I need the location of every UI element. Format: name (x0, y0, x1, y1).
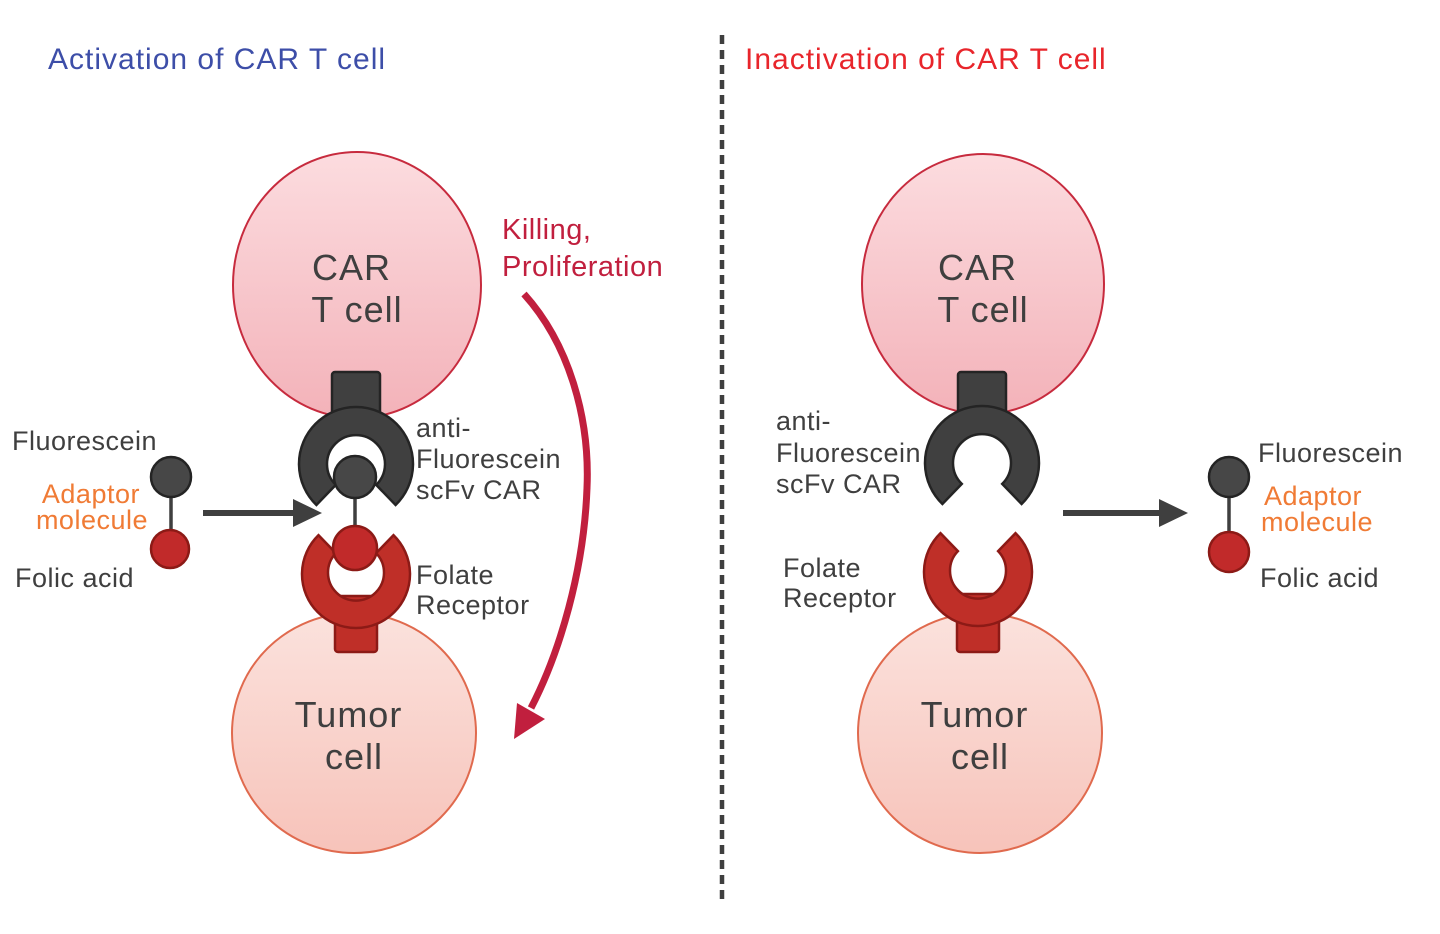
killing-proliferation-label: Killing, Proliferation (502, 214, 663, 283)
inactivation-panel: Inactivation of CAR T cell CAR T cell Tu… (745, 43, 1403, 854)
free-folic-acid-ball (149, 528, 191, 570)
binding-arrow-head-icon (293, 499, 322, 527)
free-folic-acid-ball-right (1207, 530, 1251, 574)
folate-receptor-label-right: Folate Receptor (783, 553, 897, 613)
car-receptor-label: anti- Fluorescein scFv CAR (416, 413, 569, 505)
free-fluorescein-ball (149, 455, 193, 499)
activation-title: Activation of CAR T cell (48, 43, 386, 76)
free-fluorescein-ball-right (1207, 455, 1251, 499)
fluorescein-label: Fluorescein (12, 426, 157, 456)
adaptor-molecule-label: Adaptor molecule (36, 479, 148, 535)
car-receptor-label-right: anti- Fluorescein scFv CAR (776, 406, 929, 499)
car-t-cell-label: CAR T cell (311, 247, 402, 330)
inactivation-title: Inactivation of CAR T cell (745, 43, 1107, 76)
activation-panel: Activation of CAR T cell CAR T cell Tumo… (12, 43, 663, 854)
release-arrow-head-icon (1159, 499, 1188, 527)
tumor-cell-label: Tumor cell (295, 694, 414, 777)
folate-receptor-label: Folate Receptor (416, 560, 530, 620)
killing-proliferation-arrow-head-icon (514, 703, 545, 739)
binding-arrow (203, 499, 322, 527)
tumor-cell-label-right: Tumor cell (921, 694, 1040, 777)
folic-acid-label-right: Folic acid (1260, 563, 1379, 593)
folic-acid-label: Folic acid (15, 563, 134, 593)
killing-proliferation-arrow (514, 291, 591, 739)
folate-receptor-icon-right (922, 531, 1034, 628)
anti-fluorescein-car-receptor-icon (297, 405, 415, 507)
fluorescein-label-right: Fluorescein (1258, 438, 1403, 468)
killing-proliferation-arrow-curve (521, 291, 591, 710)
folate-receptor-icon (300, 533, 412, 630)
release-arrow (1063, 499, 1188, 527)
car-t-cell-label-right: CAR T cell (937, 247, 1028, 330)
folic-acid-ball (331, 524, 379, 572)
anti-fluorescein-car-receptor-icon-right (923, 404, 1041, 506)
fluorescein-ball (332, 454, 378, 500)
adaptor-molecule-label-right: Adaptor molecule (1261, 481, 1373, 537)
